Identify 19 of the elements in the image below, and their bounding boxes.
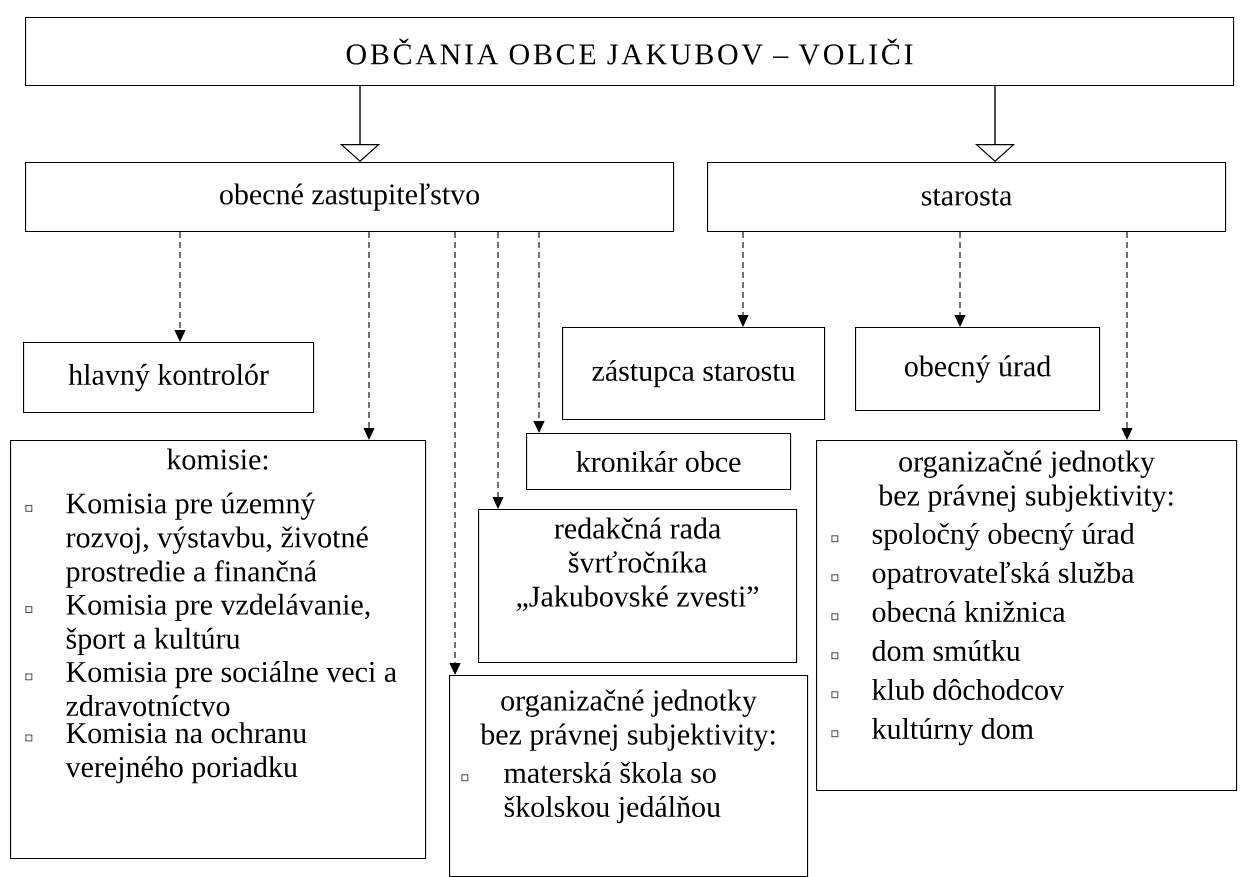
dashed-arrow [174,231,186,342]
org-box: zástupca starostu [562,327,826,421]
dashed-arrow [492,231,504,509]
org-box: obecné zastupiteľstvo [25,162,675,233]
org-box: organizačné jednotky bez právnej subjektivity: spoločný obecný úrad opatrovateľská služba obecná knižnica dom smútku klub dôchodcov kultúrny dom [816,439,1238,792]
dashed-arrow [737,231,749,327]
org-box: komisie: Komisia pre územný rozvoj, výstavbu, životné prostredie a finančná Komisia pre vzdelávanie, šport a kultúru Komisia pre sociálne veci a zdravotníctvo Komisia na ochranu verejného poriadku [10,439,427,860]
dashed-arrow [954,231,966,327]
org-box: organizačné jednotky bez právnej subjektivity: materská škola so školskou jedálňou [449,675,809,877]
title-box: OBČANIA OBCE JAKUBOV – VOLIČI [25,17,1235,87]
org-box: hlavný kontrolór [23,342,315,414]
org-box: redakčná rada švrťročníka „Jakubovské zvesti” [478,508,798,664]
dashed-arrow [533,231,545,433]
org-box: obecný úrad [855,327,1101,412]
dashed-arrow [363,231,375,440]
org-box: starosta [707,162,1227,233]
dashed-arrow [1121,231,1133,440]
org-box: kronikár obce [526,433,792,491]
dashed-arrow [449,231,461,675]
